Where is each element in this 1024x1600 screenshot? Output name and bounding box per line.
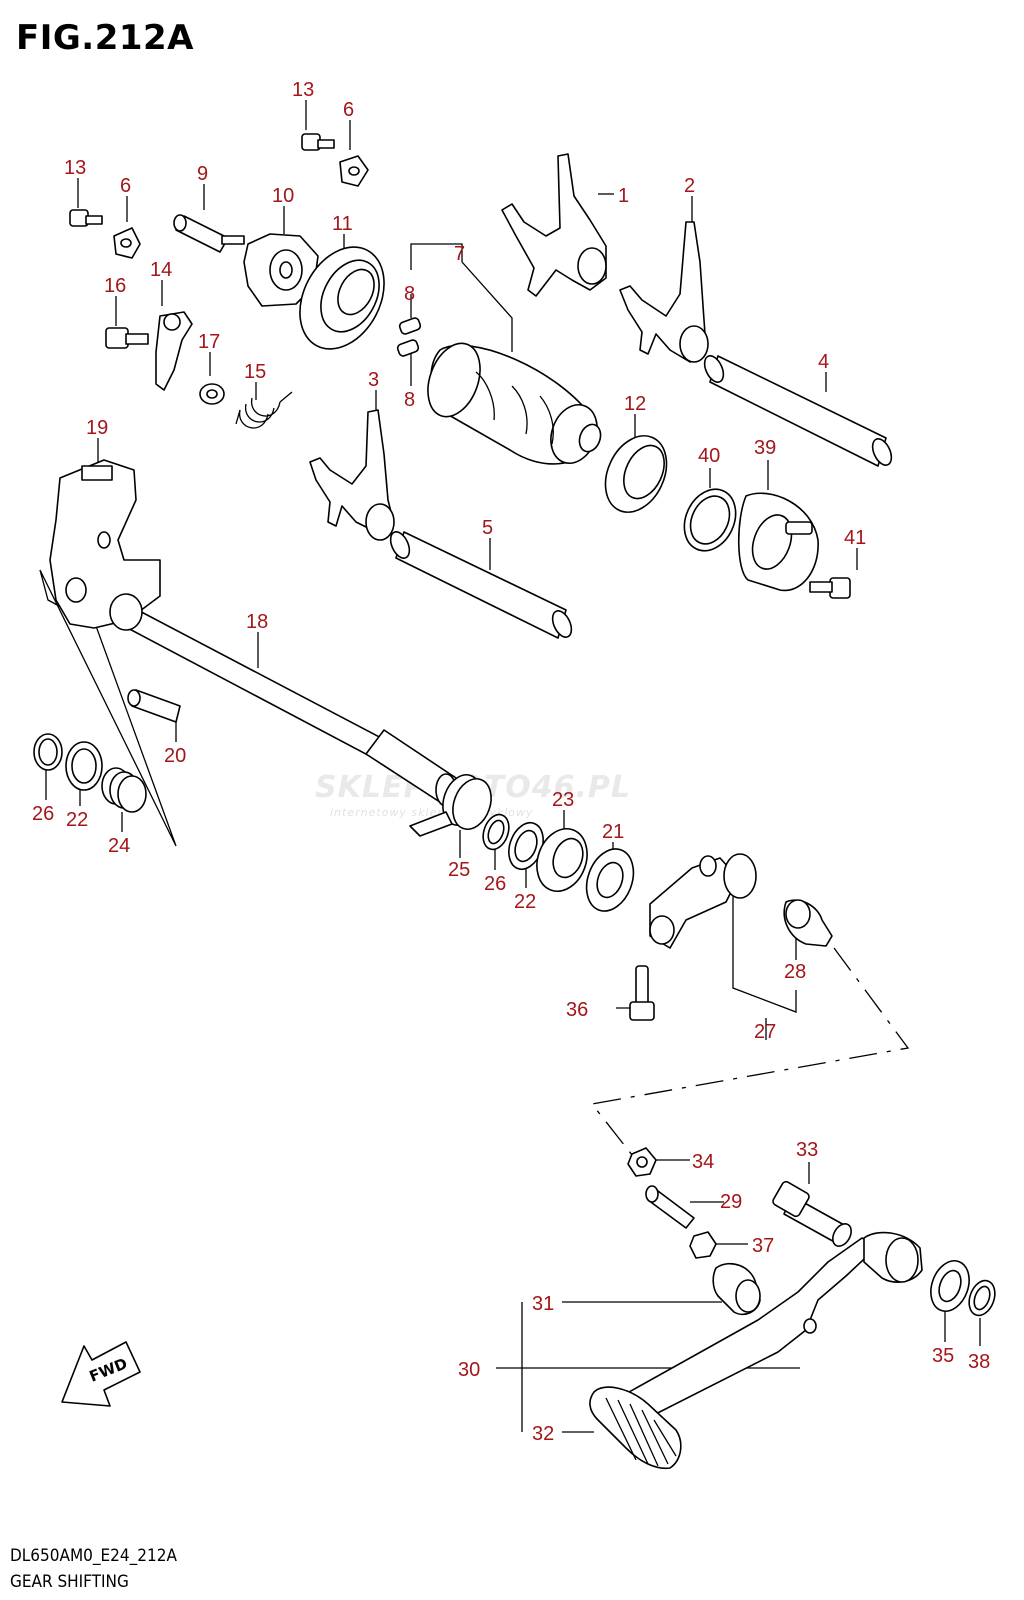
part-washer-22b <box>508 821 544 871</box>
callout-12: 12 <box>624 393 646 415</box>
part-circlip-38 <box>968 1279 996 1317</box>
part-shift-rubber <box>589 1386 682 1470</box>
part-o-ring <box>683 488 737 552</box>
part-washer-17 <box>199 383 225 405</box>
part-bolt-29 <box>645 1185 695 1229</box>
part-spring-15 <box>235 391 293 429</box>
callout-4: 4 <box>818 351 829 373</box>
callout-11: 11 <box>332 213 353 235</box>
callout-16: 16 <box>104 275 126 297</box>
part-pin <box>173 214 245 253</box>
callout-10: 10 <box>272 185 294 207</box>
callout-41: 41 <box>844 527 866 549</box>
callout-26a: 26 <box>32 803 54 825</box>
part-bearing-12 <box>604 435 668 513</box>
part-washer-22a <box>65 741 103 791</box>
part-bolt-36 <box>629 965 655 1021</box>
callout-23: 23 <box>552 789 574 811</box>
callout-19: 19 <box>86 417 108 439</box>
part-nut-34 <box>627 1147 657 1177</box>
part-fork-shaft-5 <box>389 531 573 639</box>
callout-8a: 8 <box>404 283 415 305</box>
callout-34: 34 <box>692 1151 714 1173</box>
callout-22a: 22 <box>66 809 88 831</box>
callout-29: 29 <box>720 1191 742 1213</box>
callout-20: 20 <box>164 745 186 767</box>
part-nut-37 <box>689 1231 717 1259</box>
callout-13b: 13 <box>64 157 86 179</box>
section-name: GEAR SHIFTING <box>10 1572 129 1592</box>
callout-15: 15 <box>244 361 266 383</box>
part-bolt-41 <box>809 577 851 599</box>
callout-21: 21 <box>602 821 624 843</box>
callout-13a: 13 <box>292 79 314 101</box>
callout-38: 38 <box>968 1351 990 1373</box>
part-gearshift-lever <box>603 1231 923 1429</box>
callout-8b: 8 <box>404 389 415 411</box>
part-gearshift-cam <box>427 342 602 465</box>
part-washer-35 <box>930 1260 970 1312</box>
part-gearshift-arm <box>49 459 161 631</box>
figure-title: FIG.212A <box>16 18 194 58</box>
callout-30: 30 <box>458 1359 480 1381</box>
callout-35: 35 <box>932 1345 954 1367</box>
callout-27: 27 <box>754 1021 776 1043</box>
callout-7: 7 <box>454 243 465 265</box>
part-gearshift-fork-1 <box>501 153 607 297</box>
callout-labels: 1 2 3 4 5 6 6 7 8 8 9 10 11 12 13 13 14 … <box>32 79 990 1445</box>
callout-14: 14 <box>150 259 172 281</box>
part-spring-24 <box>101 767 147 813</box>
callout-31: 31 <box>532 1293 554 1315</box>
part-clamp <box>737 492 819 592</box>
callout-9: 9 <box>197 163 208 185</box>
callout-32: 32 <box>532 1423 554 1445</box>
callout-26b: 26 <box>484 873 506 895</box>
part-washer-21 <box>585 848 635 912</box>
part-bolt-20 <box>127 689 181 723</box>
callout-3: 3 <box>368 369 379 391</box>
part-gearshift-lever-link <box>649 853 757 949</box>
leader-lines <box>45 100 981 1433</box>
callout-22b: 22 <box>514 891 536 913</box>
callout-39: 39 <box>754 437 776 459</box>
part-bolt-16 <box>105 327 149 349</box>
part-screw-13a <box>301 133 335 151</box>
part-circlip-26b <box>482 813 510 851</box>
callout-17: 17 <box>198 331 220 353</box>
part-gearshift-fork-2 <box>619 221 709 363</box>
callout-36: 36 <box>566 999 588 1021</box>
fwd-arrow-icon: FWD <box>61 1341 141 1407</box>
callout-40: 40 <box>698 445 720 467</box>
part-pin-8a <box>398 317 422 335</box>
part-cam-stopper-plate <box>243 233 319 307</box>
part-circlip-26a <box>33 733 63 771</box>
callout-6a: 6 <box>343 99 354 121</box>
part-washer-6b <box>113 227 141 259</box>
callout-6b: 6 <box>120 175 131 197</box>
model-code: DL650AM0_E24_212A <box>10 1546 177 1566</box>
callout-5: 5 <box>482 517 493 539</box>
part-gearshift-fork-3 <box>309 409 395 541</box>
callout-25: 25 <box>448 859 470 881</box>
callout-33: 33 <box>796 1139 818 1161</box>
part-pin-8b <box>396 339 420 357</box>
part-washer-6a <box>339 155 369 187</box>
part-pivot-bolt <box>772 1180 852 1247</box>
callout-2: 2 <box>684 175 695 197</box>
part-spring-25 <box>409 774 492 837</box>
callout-37: 37 <box>752 1235 774 1257</box>
part-fork-shaft-4 <box>703 355 893 467</box>
part-cam-stopper <box>155 311 193 391</box>
callout-24: 24 <box>108 835 130 857</box>
part-screw-13b <box>69 209 103 227</box>
part-oil-seal <box>536 828 588 892</box>
part-rod-end <box>783 899 833 947</box>
callout-28: 28 <box>784 961 806 983</box>
callout-1: 1 <box>618 185 629 207</box>
part-bearing-11 <box>299 246 385 350</box>
callout-18: 18 <box>246 611 268 633</box>
